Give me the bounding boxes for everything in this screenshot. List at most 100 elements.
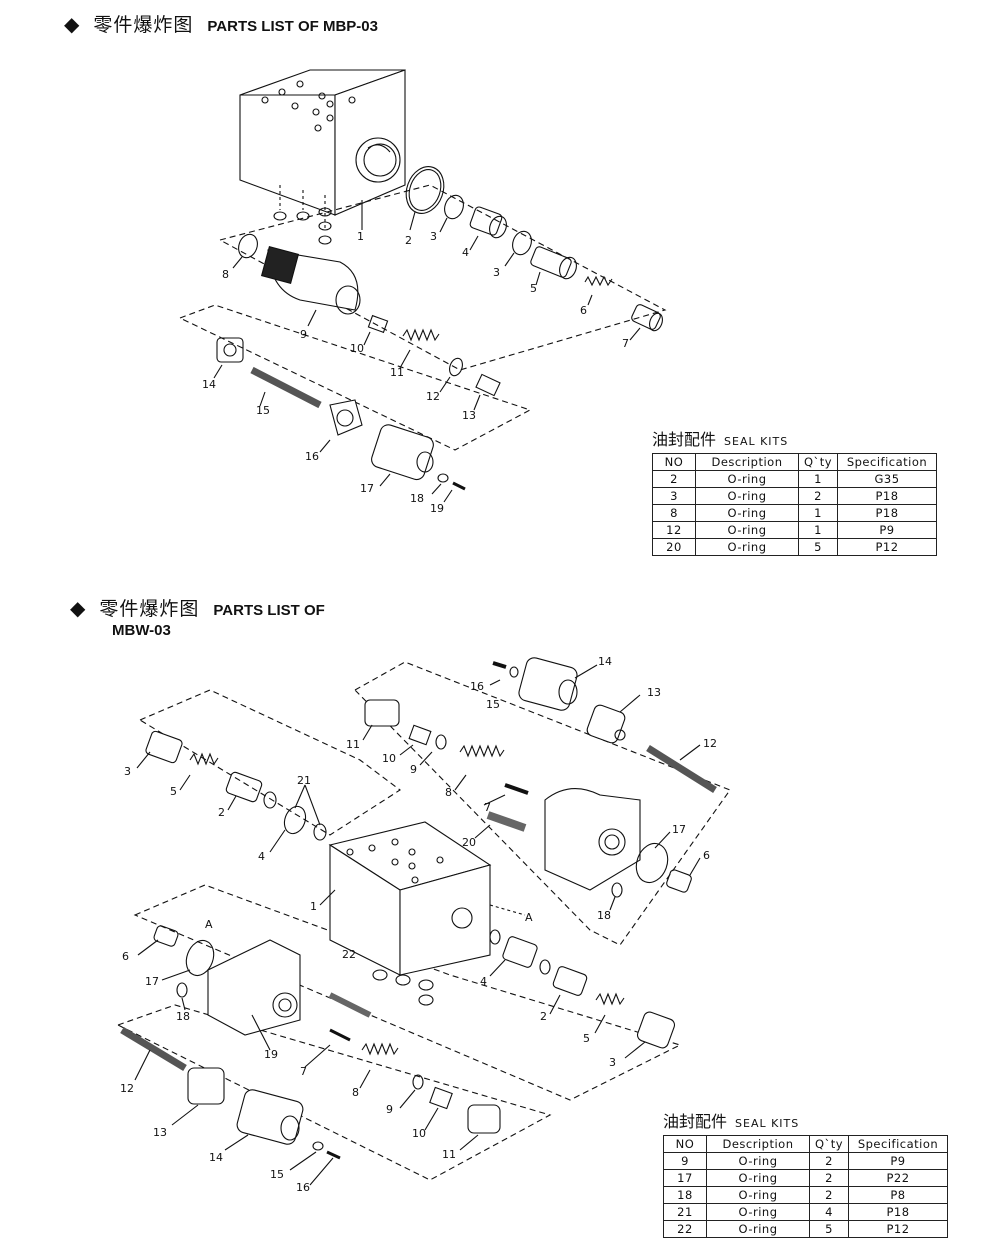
seal-kits-title-en: SEAL KITS	[724, 435, 789, 448]
table-cell: 2	[809, 1186, 849, 1204]
table-header-row: NO Description Q`ty Specification	[652, 453, 937, 471]
table-row: 3 O-ring 2 P18	[652, 487, 937, 505]
table-cell: 1	[798, 470, 838, 488]
part-label: 4	[258, 850, 265, 863]
part-label: 5	[530, 282, 537, 295]
part-label: 12	[703, 737, 717, 750]
seal-kits-title-en: SEAL KITS	[735, 1117, 800, 1130]
table-cell: O-ring	[706, 1152, 810, 1170]
table-cell: O-ring	[695, 504, 799, 522]
part-label: 12	[120, 1082, 134, 1095]
col-header: NO	[663, 1135, 707, 1153]
part-label: 18	[597, 909, 611, 922]
part-label: 9	[410, 763, 417, 776]
table-row: 20 O-ring 5 P12	[652, 538, 937, 556]
section2-title-en-line1: PARTS LIST OF	[213, 602, 325, 619]
seal-kits-table: NO Description Q`ty Specification 2 O-ri…	[652, 453, 937, 556]
table-cell: O-ring	[706, 1220, 810, 1238]
table-cell: 2	[798, 487, 838, 505]
part-label: 7	[300, 1065, 307, 1078]
table-cell: 12	[652, 521, 696, 539]
table-cell: O-ring	[706, 1186, 810, 1204]
part-label: 19	[430, 502, 444, 515]
table-row: 8 O-ring 1 P18	[652, 504, 937, 522]
mbw03-exploded-diagram: 16 15 14 13 12 11 10 9 8 7 20 17 6 18 3 …	[116, 655, 731, 1194]
seal-kits-title: 油封配件 SEAL KITS	[652, 426, 937, 450]
section2-title: ◆ 零件爆炸图 PARTS LIST OF	[70, 594, 325, 621]
part-label: 15	[270, 1168, 284, 1181]
mbw03-part-labels: 16 15 14 13 12 11 10 9 8 7 20 17 6 18 3 …	[120, 655, 717, 1194]
table-cell: P9	[848, 1152, 948, 1170]
section2-title-zh: 零件爆炸图	[99, 598, 200, 620]
table-cell: O-ring	[695, 521, 799, 539]
col-header: Q`ty	[809, 1135, 849, 1153]
part-label: 8	[352, 1086, 359, 1099]
table-cell: P22	[848, 1169, 948, 1187]
table-cell: 1	[798, 504, 838, 522]
part-label: 17	[145, 975, 159, 988]
table-cell: O-ring	[706, 1169, 810, 1187]
part-label: 16	[305, 450, 319, 463]
part-label: 6	[580, 304, 587, 317]
part-label: A	[525, 911, 533, 924]
table-cell: 21	[663, 1203, 707, 1221]
part-label: 10	[350, 342, 364, 355]
part-label: 8	[445, 786, 452, 799]
col-header: Specification	[848, 1135, 948, 1153]
part-label: 4	[480, 975, 487, 988]
valve-body-part	[328, 821, 526, 976]
part-label: 21	[297, 774, 311, 787]
table-cell: P12	[837, 538, 937, 556]
part-label: 5	[583, 1032, 590, 1045]
part-label: 3	[493, 266, 500, 279]
part-label: 10	[382, 752, 396, 765]
part-label: 17	[360, 482, 374, 495]
table-cell: P18	[837, 487, 937, 505]
part-label: 14	[209, 1151, 223, 1164]
part-label: 1	[357, 230, 364, 243]
seal-kits-title-zh: 油封配件	[652, 430, 717, 449]
table-cell: 4	[809, 1203, 849, 1221]
part-label: 4	[462, 246, 469, 259]
table-cell: 2	[809, 1169, 849, 1187]
table-cell: O-ring	[706, 1203, 810, 1221]
part-label: 14	[202, 378, 216, 391]
table-cell: 3	[652, 487, 696, 505]
mbp03-exploded-diagram: 1 2 3 4 3 5 6 7 8 9 10 11 12 13 14 15 16…	[178, 69, 667, 515]
part-label: 7	[622, 337, 629, 350]
diamond-bullet-icon: ◆	[64, 12, 80, 36]
table-row: 21 O-ring 4 P18	[663, 1203, 948, 1221]
part-label: 10	[412, 1127, 426, 1140]
table-cell: P9	[837, 521, 937, 539]
table-cell: G35	[837, 470, 937, 488]
part-label: 15	[486, 698, 500, 711]
table-cell: 5	[798, 538, 838, 556]
table-cell: 5	[809, 1220, 849, 1238]
mbp03-part-labels: 1 2 3 4 3 5 6 7 8 9 10 11 12 13 14 15 16…	[202, 230, 629, 515]
table-cell: P8	[848, 1186, 948, 1204]
table-cell: O-ring	[695, 487, 799, 505]
table-row: 17 O-ring 2 P22	[663, 1169, 948, 1187]
part-label: 15	[256, 404, 270, 417]
table-row: 12 O-ring 1 P9	[652, 521, 937, 539]
table-cell: 2	[809, 1152, 849, 1170]
section2-title-en-line2: MBW-03	[112, 622, 171, 639]
section1-seal-kits: 油封配件 SEAL KITS NO Description Q`ty Specif…	[652, 426, 937, 556]
col-header: Q`ty	[798, 453, 838, 471]
table-cell: 2	[652, 470, 696, 488]
section1-title-zh: 零件爆炸图	[93, 14, 194, 36]
part-label: 17	[672, 823, 686, 836]
table-header-row: NO Description Q`ty Specification	[663, 1135, 948, 1153]
part-label: 20	[462, 836, 476, 849]
part-label: 5	[170, 785, 177, 798]
part-label: 3	[430, 230, 437, 243]
part-label: 1	[310, 900, 317, 913]
table-cell: P18	[837, 504, 937, 522]
seal-kits-table: NO Description Q`ty Specification 9 O-ri…	[663, 1135, 948, 1238]
table-row: 9 O-ring 2 P9	[663, 1152, 948, 1170]
part-label: 11	[346, 738, 360, 751]
part-label: 16	[470, 680, 484, 693]
part-label: 18	[176, 1010, 190, 1023]
part-label: 19	[264, 1048, 278, 1061]
